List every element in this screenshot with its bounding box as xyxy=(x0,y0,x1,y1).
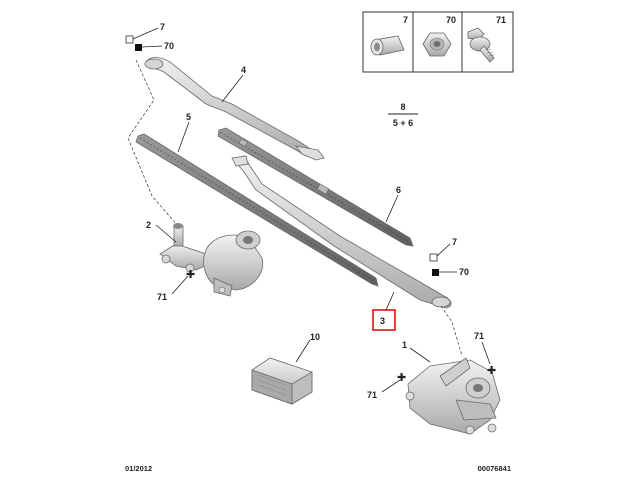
legend-label-7: 7 xyxy=(403,15,408,25)
diagram-date: 01/2012 xyxy=(125,464,152,473)
label-10: 10 xyxy=(310,332,320,342)
fastener-group-right: 7 70 xyxy=(429,237,469,277)
mount-point-icon: ✚ xyxy=(397,372,406,384)
fraction-label-8: 8 5 + 6 xyxy=(388,102,418,128)
label-8: 8 xyxy=(400,102,405,112)
legend-label-71: 71 xyxy=(496,15,506,25)
nut-marker-icon xyxy=(135,44,142,51)
mount-point-icon: ✚ xyxy=(186,269,195,281)
wiper-motor-1: 1 ✚ 71 ✚ 71 xyxy=(367,331,501,435)
label-5: 5 xyxy=(186,112,191,122)
sleeve-marker-icon xyxy=(429,253,438,262)
fastener-group-top: 7 70 xyxy=(125,22,174,51)
label-70-top: 70 xyxy=(164,41,174,51)
label-6: 6 xyxy=(396,185,401,195)
wiper-blade-5: 5 xyxy=(135,112,379,287)
label-3: 3 xyxy=(380,316,385,326)
label-71-right: 71 xyxy=(474,331,484,341)
label-4: 4 xyxy=(241,65,246,75)
label-70-right: 70 xyxy=(459,267,469,277)
label-5-plus-6: 5 + 6 xyxy=(393,118,413,128)
wiper-arm-4: 4 xyxy=(144,57,325,161)
nut-icon xyxy=(422,32,452,57)
assembly-line-right xyxy=(440,305,463,357)
highlight-box xyxy=(372,309,396,331)
bolt-icon xyxy=(467,27,495,63)
fastener-legend: 7 70 71 xyxy=(362,11,514,73)
wiper-blade-6: 6 xyxy=(217,127,414,247)
mount-point-icon: ✚ xyxy=(487,365,496,377)
diagram-reference: 00076841 xyxy=(478,464,511,473)
wiper-arm-3: 3 xyxy=(231,155,452,331)
wiper-linkage-2: 2 ✚ 71 xyxy=(146,220,264,302)
label-71-bottom: 71 xyxy=(367,390,377,400)
label-71-left: 71 xyxy=(157,292,167,302)
label-7-right: 7 xyxy=(452,237,457,247)
nut-marker-icon xyxy=(432,269,439,276)
label-7-top: 7 xyxy=(160,22,165,32)
control-module-10: 10 xyxy=(251,332,320,405)
assembly-line-left xyxy=(127,59,179,227)
sleeve-marker-icon xyxy=(125,35,134,44)
label-1: 1 xyxy=(402,340,407,350)
sleeve-icon xyxy=(370,35,405,56)
legend-label-70: 70 xyxy=(446,15,456,25)
label-2: 2 xyxy=(146,220,151,230)
